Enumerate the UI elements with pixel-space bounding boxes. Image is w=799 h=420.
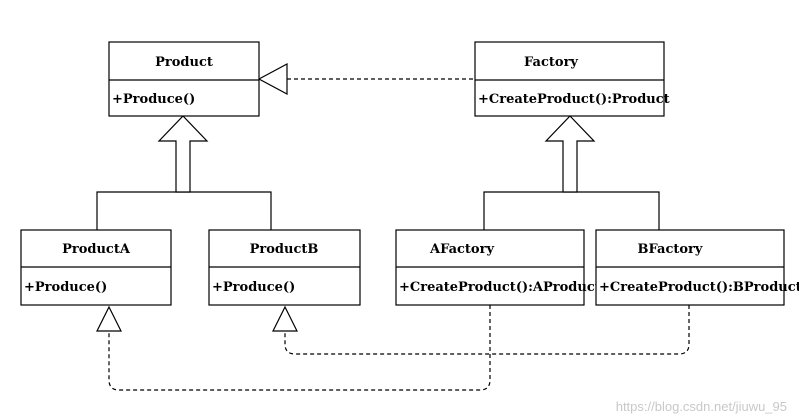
product-inheritance-connector: [96, 191, 272, 230]
class-productb-method: +Produce(): [212, 280, 295, 295]
class-bfactory-name: BFactory: [638, 242, 703, 257]
class-product: Product +Produce(): [108, 41, 260, 117]
product-inheritance-arrow: [157, 115, 209, 193]
class-product-method: +Produce(): [112, 92, 195, 107]
factory-product-arrowhead: [257, 62, 288, 96]
class-producta: ProductA +Produce(): [20, 229, 172, 306]
class-productb: ProductB +Produce(): [208, 229, 361, 306]
class-afactory: AFactory +CreateProduct():AProduct: [395, 229, 601, 306]
class-productb-name: ProductB: [250, 242, 319, 257]
class-producta-name: ProductA: [62, 242, 131, 257]
class-bfactory-method: +CreateProduct():BProduct: [599, 280, 799, 295]
bfactory-productb-dependency: [284, 305, 690, 355]
class-factory-method: +CreateProduct():Product: [478, 92, 670, 107]
factory-inheritance-connector: [483, 191, 660, 230]
class-product-name: Product: [155, 55, 213, 70]
class-afactory-name: AFactory: [429, 242, 494, 257]
afactory-producta-dependency: [108, 305, 491, 391]
afactory-producta-arrowhead: [96, 305, 122, 332]
factory-inheritance-arrow: [544, 115, 596, 193]
class-afactory-method: +CreateProduct():AProduct: [399, 280, 601, 295]
class-factory: Factory +CreateProduct():Product: [474, 41, 670, 117]
class-producta-method: +Produce(): [24, 280, 107, 295]
class-factory-name: Factory: [524, 55, 578, 70]
bfactory-productb-arrowhead: [272, 305, 298, 332]
watermark-url: https://blog.csdn.net/jiuwu_95: [615, 399, 787, 414]
class-bfactory: BFactory +CreateProduct():BProduct: [595, 229, 799, 306]
